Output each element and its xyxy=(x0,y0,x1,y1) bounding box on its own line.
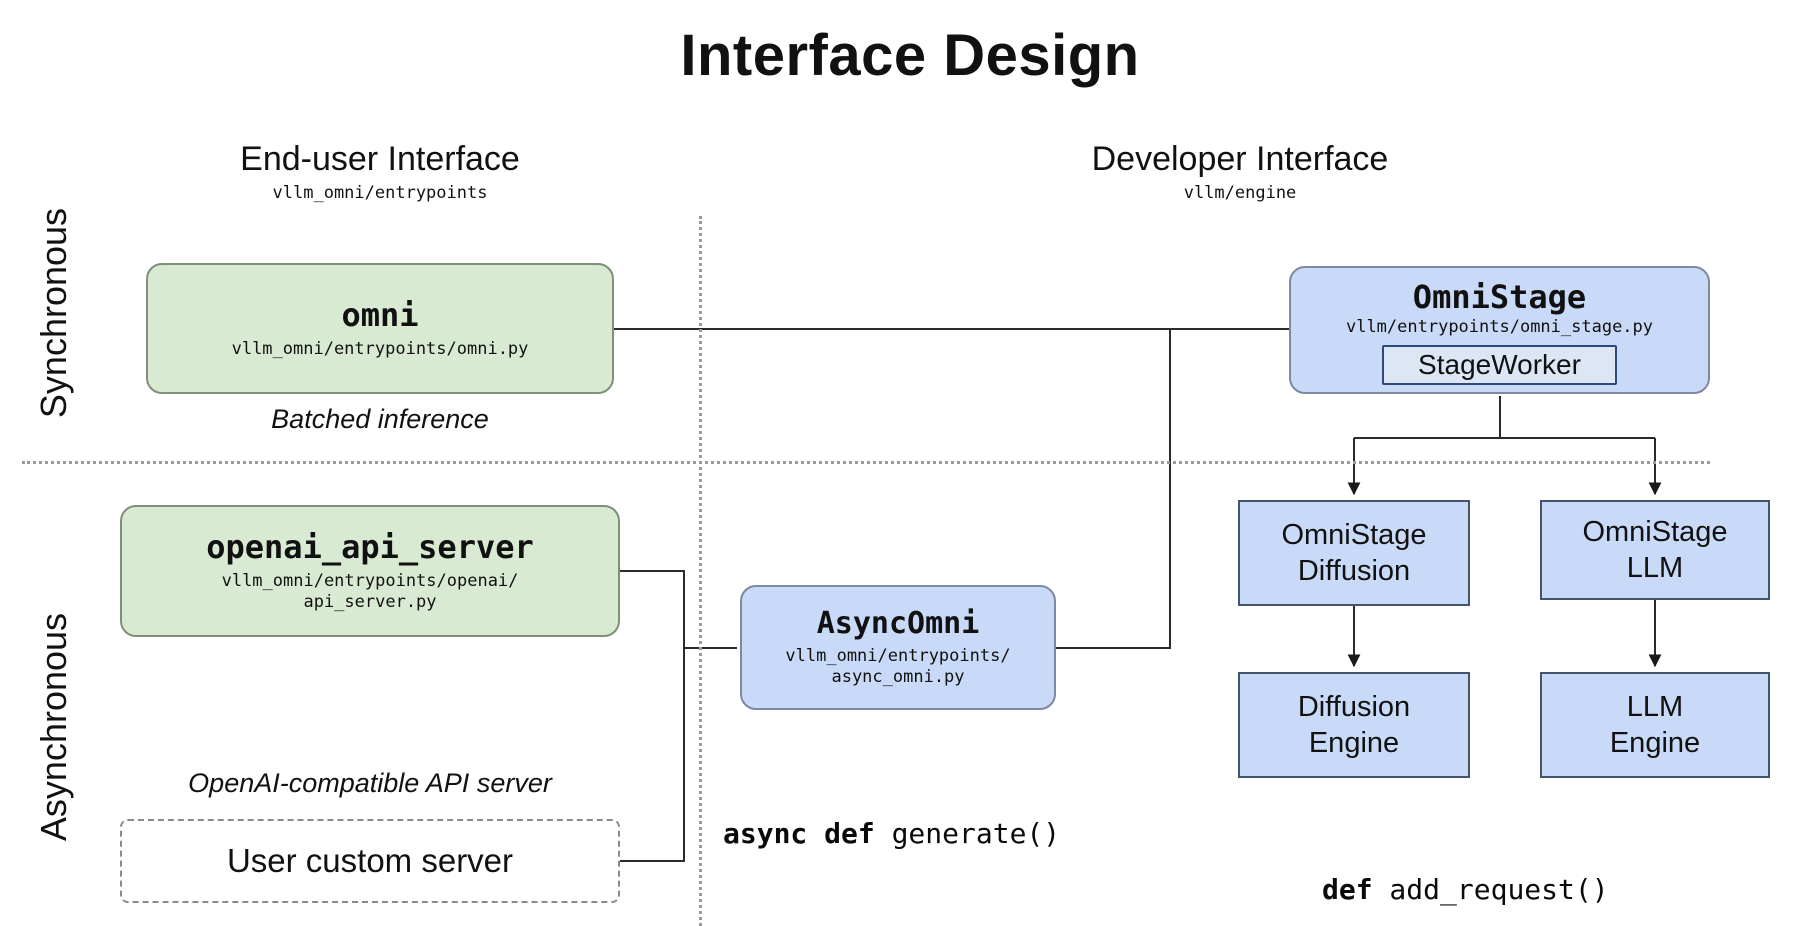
omnistage-diffusion-box: OmniStage Diffusion xyxy=(1238,500,1470,606)
page-title: Interface Design xyxy=(680,23,1140,88)
diffusion-engine-box: Diffusion Engine xyxy=(1238,672,1470,778)
developer-interface-label: Developer Interface xyxy=(1091,140,1389,178)
omni-box-path: vllm_omni/entrypoints/omni.py xyxy=(231,338,529,359)
code-rest: add_request() xyxy=(1372,873,1609,906)
code-line-add-request: def add_request() xyxy=(1322,870,1642,910)
diffusion-engine-line2: Engine xyxy=(1308,727,1400,759)
code-line-generate: async def generate() xyxy=(723,814,1128,854)
asyncomni-box: AsyncOmni vllm_omni/entrypoints/ async_o… xyxy=(740,585,1056,710)
omnistage-llm-box: OmniStage LLM xyxy=(1540,500,1770,600)
end-user-interface-path: vllm_omni/entrypoints xyxy=(272,183,488,203)
omnistage-diffusion-line2: Diffusion xyxy=(1297,555,1411,587)
asynchronous-row-label: Asynchronous xyxy=(33,612,74,842)
openai-usercustom-bus-line xyxy=(620,570,685,862)
horizontal-divider xyxy=(22,461,1710,464)
batched-inference-caption: Batched inference xyxy=(271,404,489,434)
user-custom-server-box: User custom server xyxy=(120,819,620,903)
omnistage-llm-line1: OmniStage xyxy=(1582,515,1728,548)
asyncomni-box-title: AsyncOmni xyxy=(816,605,980,641)
omnistage-box-path: vllm/entrypoints/omni_stage.py xyxy=(1345,316,1654,337)
code-rest: generate() xyxy=(874,817,1061,850)
omnistage-diffusion-line1: OmniStage xyxy=(1281,518,1427,551)
vertical-divider xyxy=(699,216,702,926)
openai-api-server-path-line2: api_server.py xyxy=(303,591,437,612)
asyncomni-box-path-line1: vllm_omni/entrypoints/ xyxy=(785,646,1011,666)
llm-engine-line1: LLM xyxy=(1626,690,1684,723)
openai-api-server-box: openai_api_server vllm_omni/entrypoints/… xyxy=(120,505,620,637)
omnistage-junction-to-asyncomni-line xyxy=(1056,329,1171,649)
code-keyword: def xyxy=(1322,873,1373,906)
omnistage-box: OmniStage vllm/entrypoints/omni_stage.py… xyxy=(1289,266,1710,394)
omni-box-title: omni xyxy=(341,295,419,334)
omnistage-llm-line2: LLM xyxy=(1626,552,1684,584)
asyncomni-box-path-line2: async_omni.py xyxy=(831,667,965,688)
omnistage-box-title: OmniStage xyxy=(1412,277,1587,316)
openai-api-server-title: openai_api_server xyxy=(206,527,534,566)
stageworker-fanout-line xyxy=(1354,396,1655,439)
openai-compatible-caption: OpenAI-compatible API server xyxy=(188,768,552,798)
openai-api-server-path-line1: vllm_omni/entrypoints/openai/ xyxy=(221,570,519,591)
async-api-code-block: async def generate() async def abort() +… xyxy=(723,734,1128,926)
llm-engine-box: LLM Engine xyxy=(1540,672,1770,778)
stage-api-code-block: def add_request() def abort_request() de… xyxy=(1322,790,1642,926)
developer-interface-path: vllm/engine xyxy=(1183,183,1297,203)
stageworker-box: StageWorker xyxy=(1382,345,1617,386)
code-keyword: async def xyxy=(723,817,875,850)
synchronous-row-label: Synchronous xyxy=(33,207,74,419)
omni-box: omni vllm_omni/entrypoints/omni.py xyxy=(146,263,614,394)
llm-engine-line2: Engine xyxy=(1609,727,1701,759)
end-user-interface-label: End-user Interface xyxy=(240,140,520,178)
diffusion-engine-line1: Diffusion xyxy=(1297,690,1411,723)
developer-interface-header: Developer Interface vllm/engine xyxy=(990,140,1490,203)
end-user-interface-header: End-user Interface vllm_omni/entrypoints xyxy=(130,140,630,203)
